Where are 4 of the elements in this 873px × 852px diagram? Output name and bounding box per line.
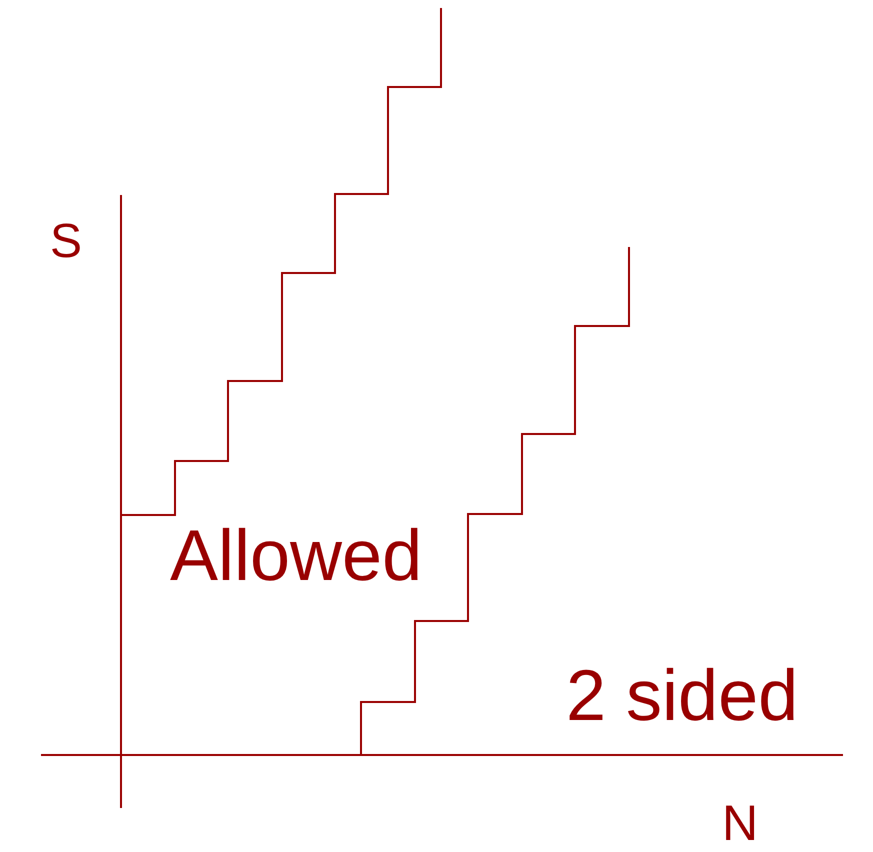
region-label: 2 sided: [566, 660, 798, 732]
axis-label: S: [50, 218, 82, 266]
region-label: Allowed: [170, 520, 422, 592]
axis-label: N: [722, 798, 758, 848]
